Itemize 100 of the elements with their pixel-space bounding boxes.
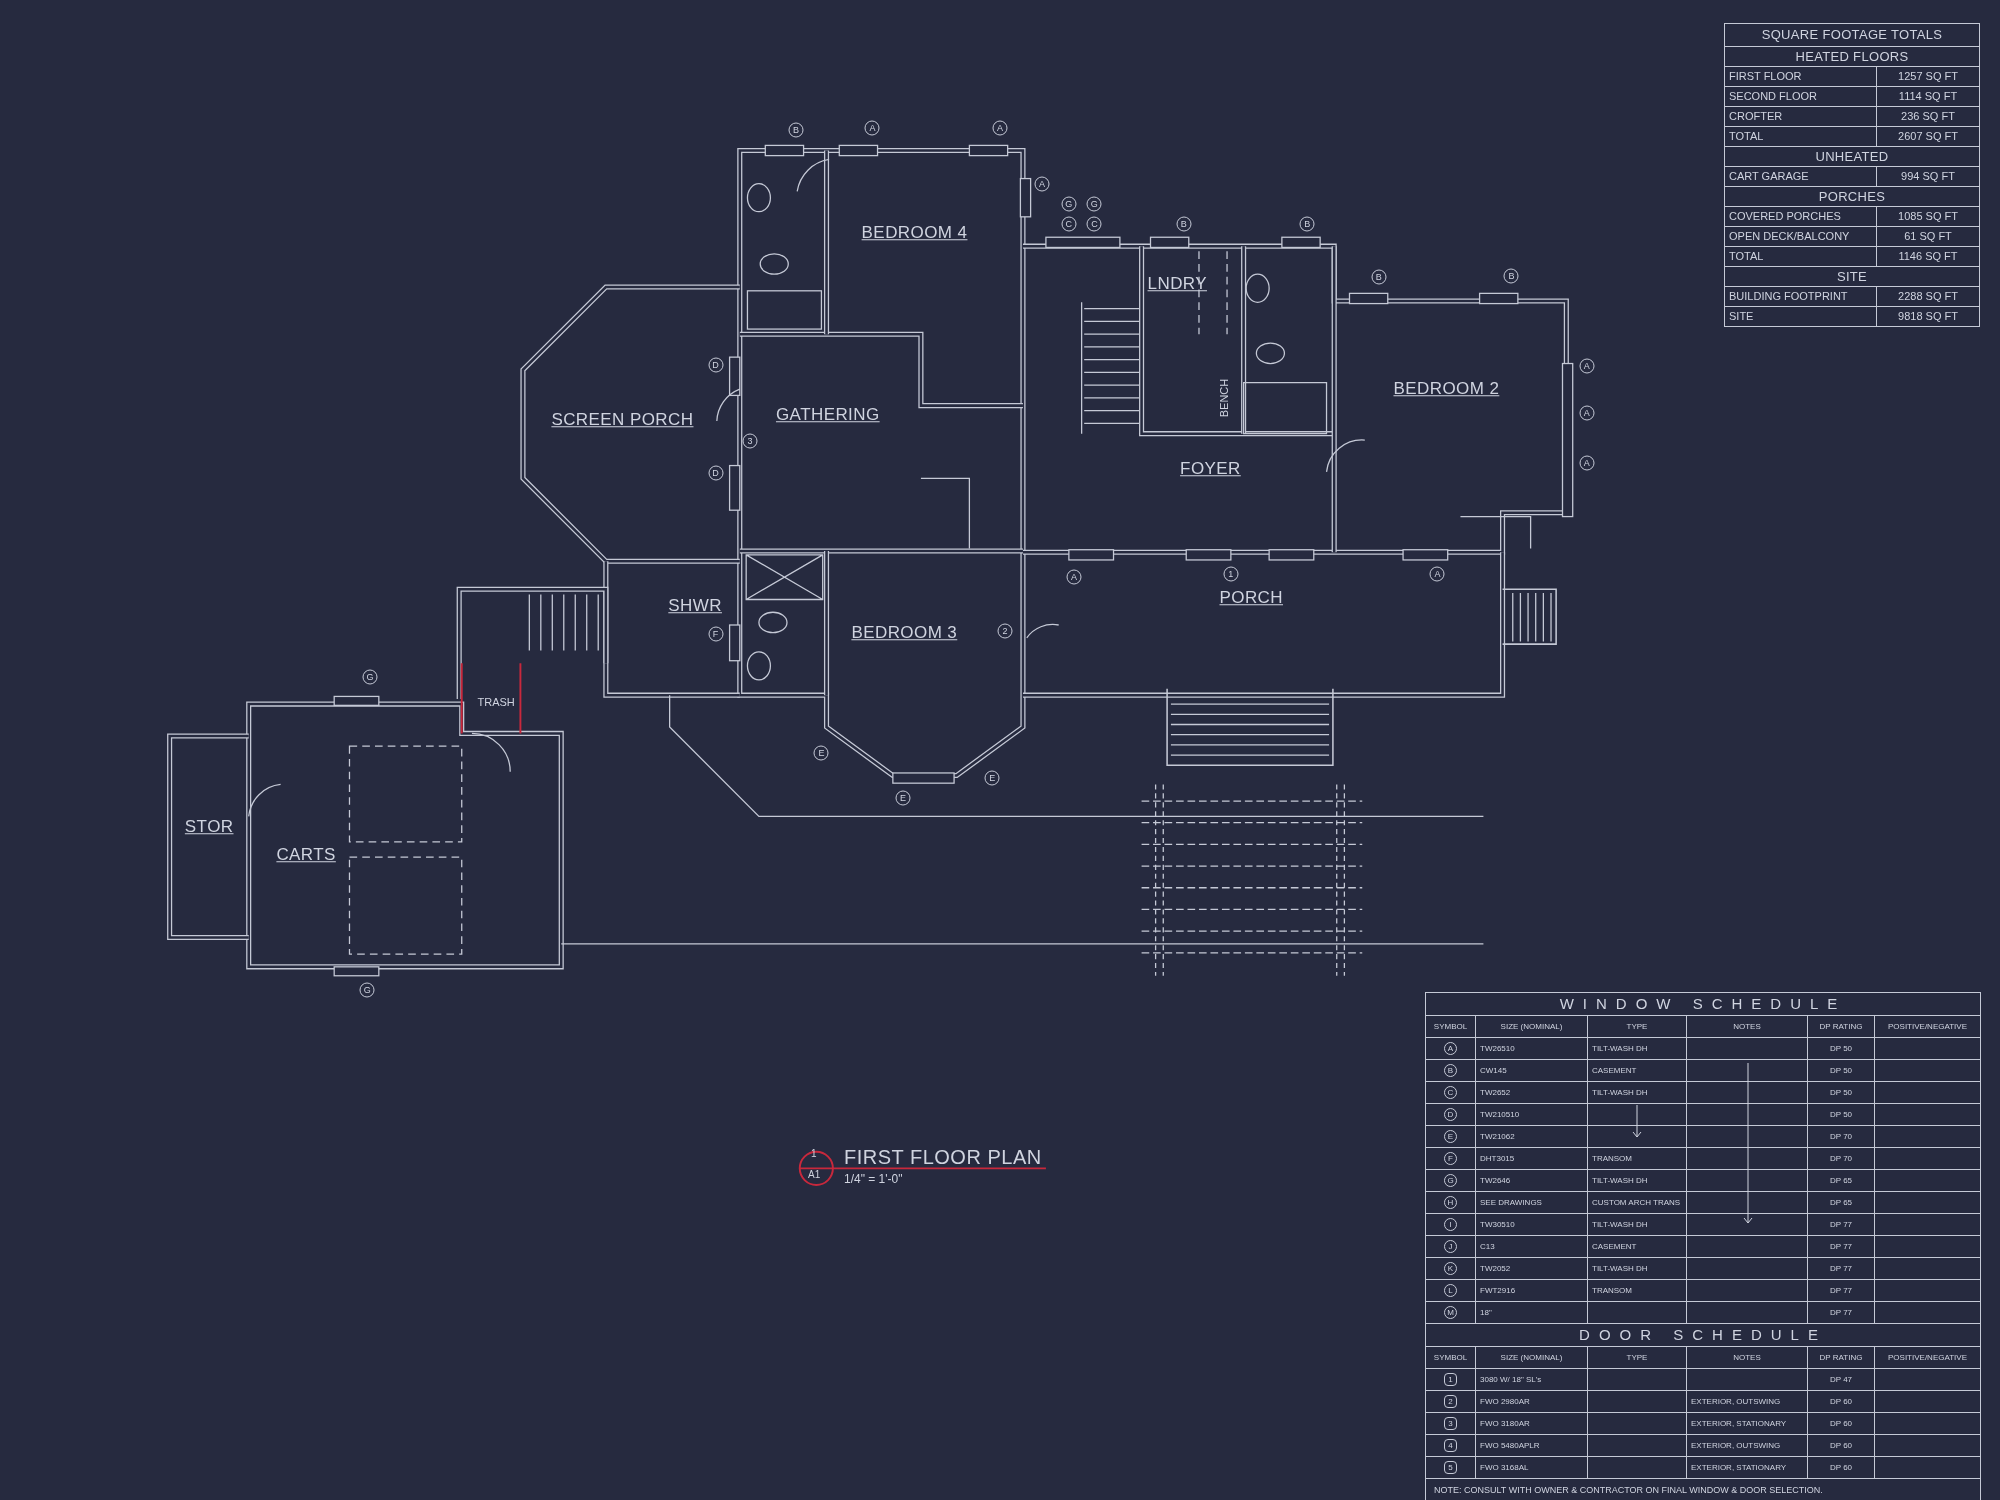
table-cell: 1085 SQ FT [1877, 207, 1979, 226]
table-cell: TW26510 [1476, 1038, 1587, 1059]
table-cell: CART GARAGE [1725, 167, 1876, 186]
door-symbol: 4 [1444, 1439, 1457, 1452]
sheet-number: A1 [808, 1170, 821, 1180]
table-cell: TILT-WASH DH [1588, 1082, 1686, 1103]
callout-tag: F [708, 626, 724, 642]
room-label: BEDROOM 3 [851, 621, 958, 644]
column-header: DP RATING [1808, 1347, 1874, 1368]
table-cell: DP 70 [1808, 1126, 1874, 1147]
table-cell: FWO 5480APLR [1476, 1435, 1587, 1456]
table-cell: 1114 SQ FT [1877, 87, 1979, 106]
callout-tag: E [984, 770, 1000, 786]
callout-tag: G [1086, 196, 1102, 212]
table-cell: CROFTER [1725, 107, 1876, 126]
room-label: SHWR [668, 595, 722, 618]
table-cell: TW21062 [1476, 1126, 1587, 1147]
table-cell: CW145 [1476, 1060, 1587, 1081]
table-cell: DP 60 [1808, 1413, 1874, 1434]
drawing-title: FIRST FLOOR PLAN [844, 1147, 1042, 1167]
column-header: SYMBOL [1426, 1347, 1475, 1368]
table-cell: 994 SQ FT [1877, 167, 1979, 186]
table-cell: 18" [1476, 1302, 1587, 1323]
door-symbol: 5 [1444, 1461, 1457, 1474]
table-cell: DP 50 [1808, 1038, 1874, 1059]
table-cell: SEE DRAWINGS [1476, 1192, 1587, 1213]
callout-tag: B [1299, 217, 1315, 232]
table-cell: TW2052 [1476, 1258, 1587, 1279]
table-cell: DP 50 [1808, 1104, 1874, 1125]
callout-tag: A [992, 120, 1008, 136]
room-label: SCREEN PORCH [551, 408, 694, 431]
table-cell: 236 SQ FT [1877, 107, 1979, 126]
room-label: LNDRY [1147, 273, 1207, 296]
callout-tag: G [1061, 196, 1077, 212]
room-label: STOR [184, 815, 234, 838]
table-cell: FWT2916 [1476, 1280, 1587, 1301]
table-cell: TOTAL [1725, 247, 1876, 266]
column-header: SYMBOL [1426, 1016, 1475, 1037]
callout-tag: 3 [742, 433, 758, 449]
door-symbol: 2 [1444, 1395, 1457, 1408]
table-cell: TOTAL [1725, 127, 1876, 146]
table-section-heading: PORCHES [1725, 187, 1979, 206]
table-cell: DP 47 [1808, 1369, 1874, 1390]
table-cell: DP 77 [1808, 1280, 1874, 1301]
table-cell: TW30510 [1476, 1214, 1587, 1235]
table-cell: TILT-WASH DH [1588, 1258, 1686, 1279]
callout-tag: B [1176, 217, 1192, 232]
table-cell: TILT-WASH DH [1588, 1214, 1686, 1235]
column-header: TYPE [1588, 1016, 1686, 1037]
table-cell: COVERED PORCHES [1725, 207, 1876, 226]
sheet-number: 1 [811, 1149, 817, 1159]
table-cell: DP 60 [1808, 1391, 1874, 1412]
table-section-heading: UNHEATED [1725, 147, 1979, 166]
column-header: DP RATING [1808, 1016, 1874, 1037]
table-cell: OPEN DECK/BALCONY [1725, 227, 1876, 246]
table-cell: 1146 SQ FT [1877, 247, 1979, 266]
table-cell: 61 SQ FT [1877, 227, 1979, 246]
column-header: SIZE (NOMINAL) [1476, 1347, 1587, 1368]
table-cell: EXTERIOR, OUTSWING [1687, 1435, 1807, 1456]
table-cell: DP 70 [1808, 1148, 1874, 1169]
table-cell: DP 60 [1808, 1457, 1874, 1478]
table-cell: EXTERIOR, STATIONARY [1687, 1413, 1807, 1434]
room-label: CARTS [276, 843, 336, 866]
table-note: NOTE: CONSULT WITH OWNER & CONTRACTOR ON FINAL WINDOW & DOOR SELECTION. [1426, 1479, 1980, 1500]
room-label: BENCH [1217, 378, 1232, 418]
callout-tag: D [708, 357, 724, 373]
table-cell: C13 [1476, 1236, 1587, 1257]
table-cell: BUILDING FOOTPRINT [1725, 287, 1876, 306]
callout-tag: C [1086, 217, 1102, 232]
callout-tag: A [864, 120, 880, 136]
callout-tag: A [1034, 176, 1050, 192]
column-header: POSITIVE/NEGATIVE [1875, 1347, 1980, 1368]
callout-tag: A [1430, 566, 1445, 582]
table-section-heading: SITE [1725, 267, 1979, 286]
callout-tag: B [788, 122, 804, 138]
table-section-heading: HEATED FLOORS [1725, 47, 1979, 66]
table-cell: FWO 3168AL [1476, 1457, 1587, 1478]
table-cell: DP 77 [1808, 1236, 1874, 1257]
table-cell: TILT-WASH DH [1588, 1170, 1686, 1191]
table-cell: DP 77 [1808, 1302, 1874, 1323]
column-header: NOTES [1687, 1016, 1807, 1037]
table-cell: DP 77 [1808, 1214, 1874, 1235]
table-cell: DHT3015 [1476, 1148, 1587, 1169]
table-cell: CUSTOM ARCH TRANS [1588, 1192, 1686, 1213]
table-cell: EXTERIOR, STATIONARY [1687, 1457, 1807, 1478]
table-cell: FWO 2980AR [1476, 1391, 1587, 1412]
room-label: TRASH [477, 694, 515, 710]
callout-tag: A [1066, 569, 1082, 584]
callout-tag: E [895, 790, 911, 806]
callout-tag: C [1061, 217, 1077, 232]
table-cell: DP 50 [1808, 1060, 1874, 1081]
table-cell: 2288 SQ FT [1877, 287, 1979, 306]
room-label: FOYER [1180, 458, 1241, 481]
table-cell: TRANSOM [1588, 1280, 1686, 1301]
room-label: BEDROOM 4 [861, 222, 968, 245]
table-cell: TW2652 [1476, 1082, 1587, 1103]
column-header: POSITIVE/NEGATIVE [1875, 1016, 1980, 1037]
table-cell: DP 65 [1808, 1192, 1874, 1213]
table-cell: DP 60 [1808, 1435, 1874, 1456]
callout-tag: G [362, 669, 378, 685]
